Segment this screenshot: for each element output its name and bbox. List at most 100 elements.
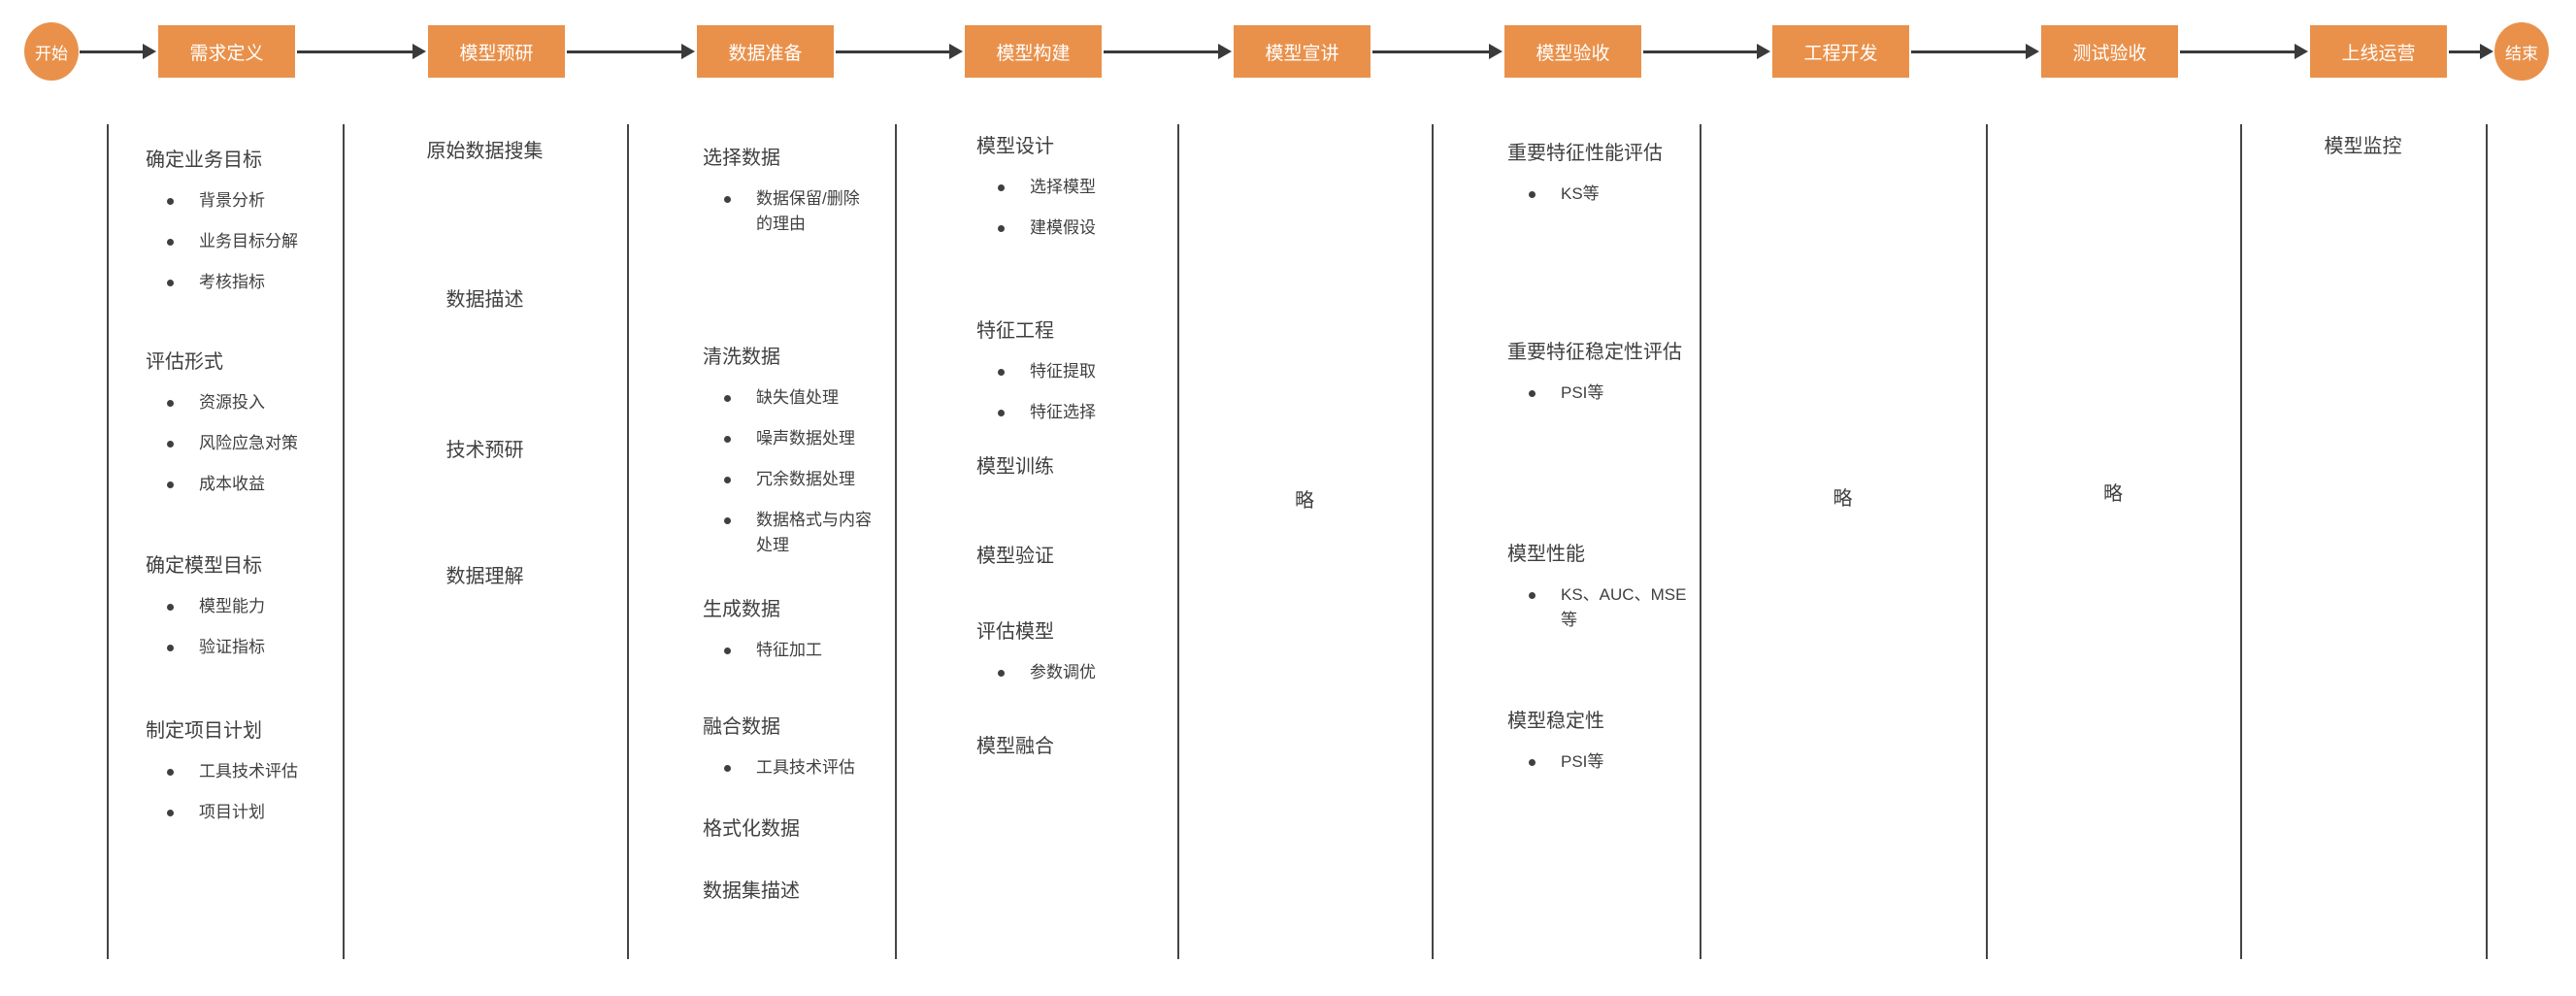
bullet-text: 特征选择 — [1030, 403, 1096, 421]
column-1: 确定业务目标背景分析业务目标分解考核指标评估形式资源投入风险应急对策成本收益确定… — [107, 0, 343, 996]
task-bullet-list: 背景分析业务目标分解考核指标 — [146, 188, 343, 295]
flow-arrow — [836, 44, 963, 59]
task-block: 确定业务目标背景分析业务目标分解考核指标 — [107, 148, 343, 311]
column-note: 略 — [1295, 490, 1314, 512]
stage-label: 模型宣讲 — [1265, 43, 1339, 64]
bullet-text: KS、AUC、MSE 等 — [1561, 585, 1687, 629]
bullet-text: 模型能力 — [199, 597, 265, 615]
task-block: 数据理解 — [343, 564, 627, 589]
bullet-dot-icon — [167, 769, 174, 776]
task-bullet-item: KS等 — [1529, 182, 1700, 207]
task-block: 模型训练 — [895, 454, 1177, 480]
arrow-head-icon — [2480, 44, 2493, 59]
stage-box-data-preparation: 数据准备 — [697, 25, 834, 78]
column-7: 略 — [1700, 0, 1986, 996]
task-bullet-item: 成本收益 — [167, 472, 343, 497]
bullet-text: 工具技术评估 — [199, 762, 298, 780]
bullet-dot-icon — [724, 196, 731, 203]
task-block: 技术预研 — [343, 438, 627, 463]
task-block: 特征工程特征提取特征选择 — [895, 318, 1177, 441]
task-block: 原始数据搜集 — [343, 139, 627, 164]
flow-arrow — [2449, 44, 2493, 59]
task-bullet-item: 背景分析 — [167, 188, 343, 214]
task-bullet-item: 噪声数据处理 — [724, 426, 895, 451]
task-bullet-item: 风险应急对策 — [167, 431, 343, 456]
task-title: 评估形式 — [146, 351, 223, 373]
bullet-dot-icon — [724, 395, 731, 402]
column-divider — [2486, 124, 2488, 959]
column-note: 略 — [1833, 488, 1853, 510]
task-bullet-list: PSI等 — [1507, 381, 1700, 406]
task-bullet-item: 数据保留/删除的理由 — [724, 186, 895, 237]
stage-box-model-presentation: 模型宣讲 — [1234, 25, 1371, 78]
arrow-shaft — [1104, 50, 1221, 53]
bullet-text: 项目计划 — [199, 803, 265, 821]
task-title: 融合数据 — [703, 716, 780, 738]
arrow-shaft — [1911, 50, 2029, 53]
task-bullet-item: 项目计划 — [167, 800, 343, 825]
task-title: 模型融合 — [976, 736, 1054, 757]
task-bullet-list: 特征加工 — [703, 638, 895, 663]
task-title: 选择数据 — [703, 148, 780, 169]
column-divider — [1177, 124, 1179, 959]
bullet-text: 建模假设 — [1030, 218, 1096, 237]
task-bullet-item: PSI等 — [1529, 381, 1700, 406]
task-block: 模型设计选择模型建模假设 — [895, 134, 1177, 256]
arrow-shaft — [567, 50, 684, 53]
start-label: 开始 — [35, 44, 68, 63]
bullet-dot-icon — [998, 670, 1005, 677]
bullet-dot-icon — [167, 604, 174, 611]
arrow-shaft — [80, 50, 146, 53]
task-bullet-list: 工具技术评估 — [703, 755, 895, 780]
task-block: 制定项目计划工具技术评估项目计划 — [107, 718, 343, 841]
task-bullet-item: 参数调优 — [998, 660, 1177, 685]
bullet-dot-icon — [724, 436, 731, 443]
arrow-head-icon — [1489, 44, 1503, 59]
task-title: 模型验证 — [976, 546, 1054, 567]
task-title: 原始数据搜集 — [426, 141, 544, 162]
flow-arrow — [297, 44, 426, 59]
task-bullet-item: 资源投入 — [167, 390, 343, 415]
task-block: 清洗数据缺失值处理噪声数据处理冗余数据处理数据格式与内容处理 — [627, 345, 895, 574]
column-divider — [1700, 124, 1701, 959]
flow-arrow — [2180, 44, 2308, 59]
bullet-dot-icon — [1529, 592, 1536, 599]
task-block: 选择数据数据保留/删除的理由 — [627, 146, 895, 252]
task-bullet-item: 特征提取 — [998, 359, 1177, 384]
column-note: 略 — [2103, 483, 2123, 505]
arrow-shaft — [2180, 50, 2297, 53]
bullet-text: 特征提取 — [1030, 362, 1096, 381]
task-title: 格式化数据 — [703, 818, 800, 840]
bullet-text: 冗余数据处理 — [756, 470, 855, 488]
task-block: 模型融合 — [895, 734, 1177, 759]
end-node: 结束 — [2494, 22, 2549, 81]
arrow-head-icon — [1218, 44, 1232, 59]
task-block: 模型监控 — [2240, 134, 2486, 159]
task-block: 融合数据工具技术评估 — [627, 714, 895, 796]
task-title: 重要特征性能评估 — [1507, 143, 1663, 164]
bullet-dot-icon — [724, 477, 731, 483]
arrow-head-icon — [2295, 44, 2308, 59]
bullet-dot-icon — [998, 369, 1005, 376]
bullet-dot-icon — [1529, 759, 1536, 766]
bullet-dot-icon — [998, 225, 1005, 232]
bullet-text: 验证指标 — [199, 638, 265, 656]
bullet-dot-icon — [167, 481, 174, 488]
task-bullet-item: 缺失值处理 — [724, 385, 895, 411]
task-block: 确定模型目标模型能力验证指标 — [107, 553, 343, 676]
end-label: 结束 — [2505, 44, 2538, 63]
bullet-text: PSI等 — [1561, 383, 1604, 402]
task-bullet-list: 资源投入风险应急对策成本收益 — [146, 390, 343, 497]
bullet-dot-icon — [998, 184, 1005, 191]
bullet-text: 缺失值处理 — [756, 388, 839, 407]
task-title: 模型训练 — [976, 456, 1054, 478]
bullet-text: 业务目标分解 — [199, 232, 298, 250]
task-block: 数据集描述 — [627, 879, 895, 904]
task-bullet-list: 缺失值处理噪声数据处理冗余数据处理数据格式与内容处理 — [703, 385, 895, 558]
task-bullet-item: 业务目标分解 — [167, 229, 343, 254]
task-bullet-item: 数据格式与内容处理 — [724, 508, 895, 558]
stage-box-requirements: 需求定义 — [158, 25, 295, 78]
bullet-dot-icon — [724, 647, 731, 654]
